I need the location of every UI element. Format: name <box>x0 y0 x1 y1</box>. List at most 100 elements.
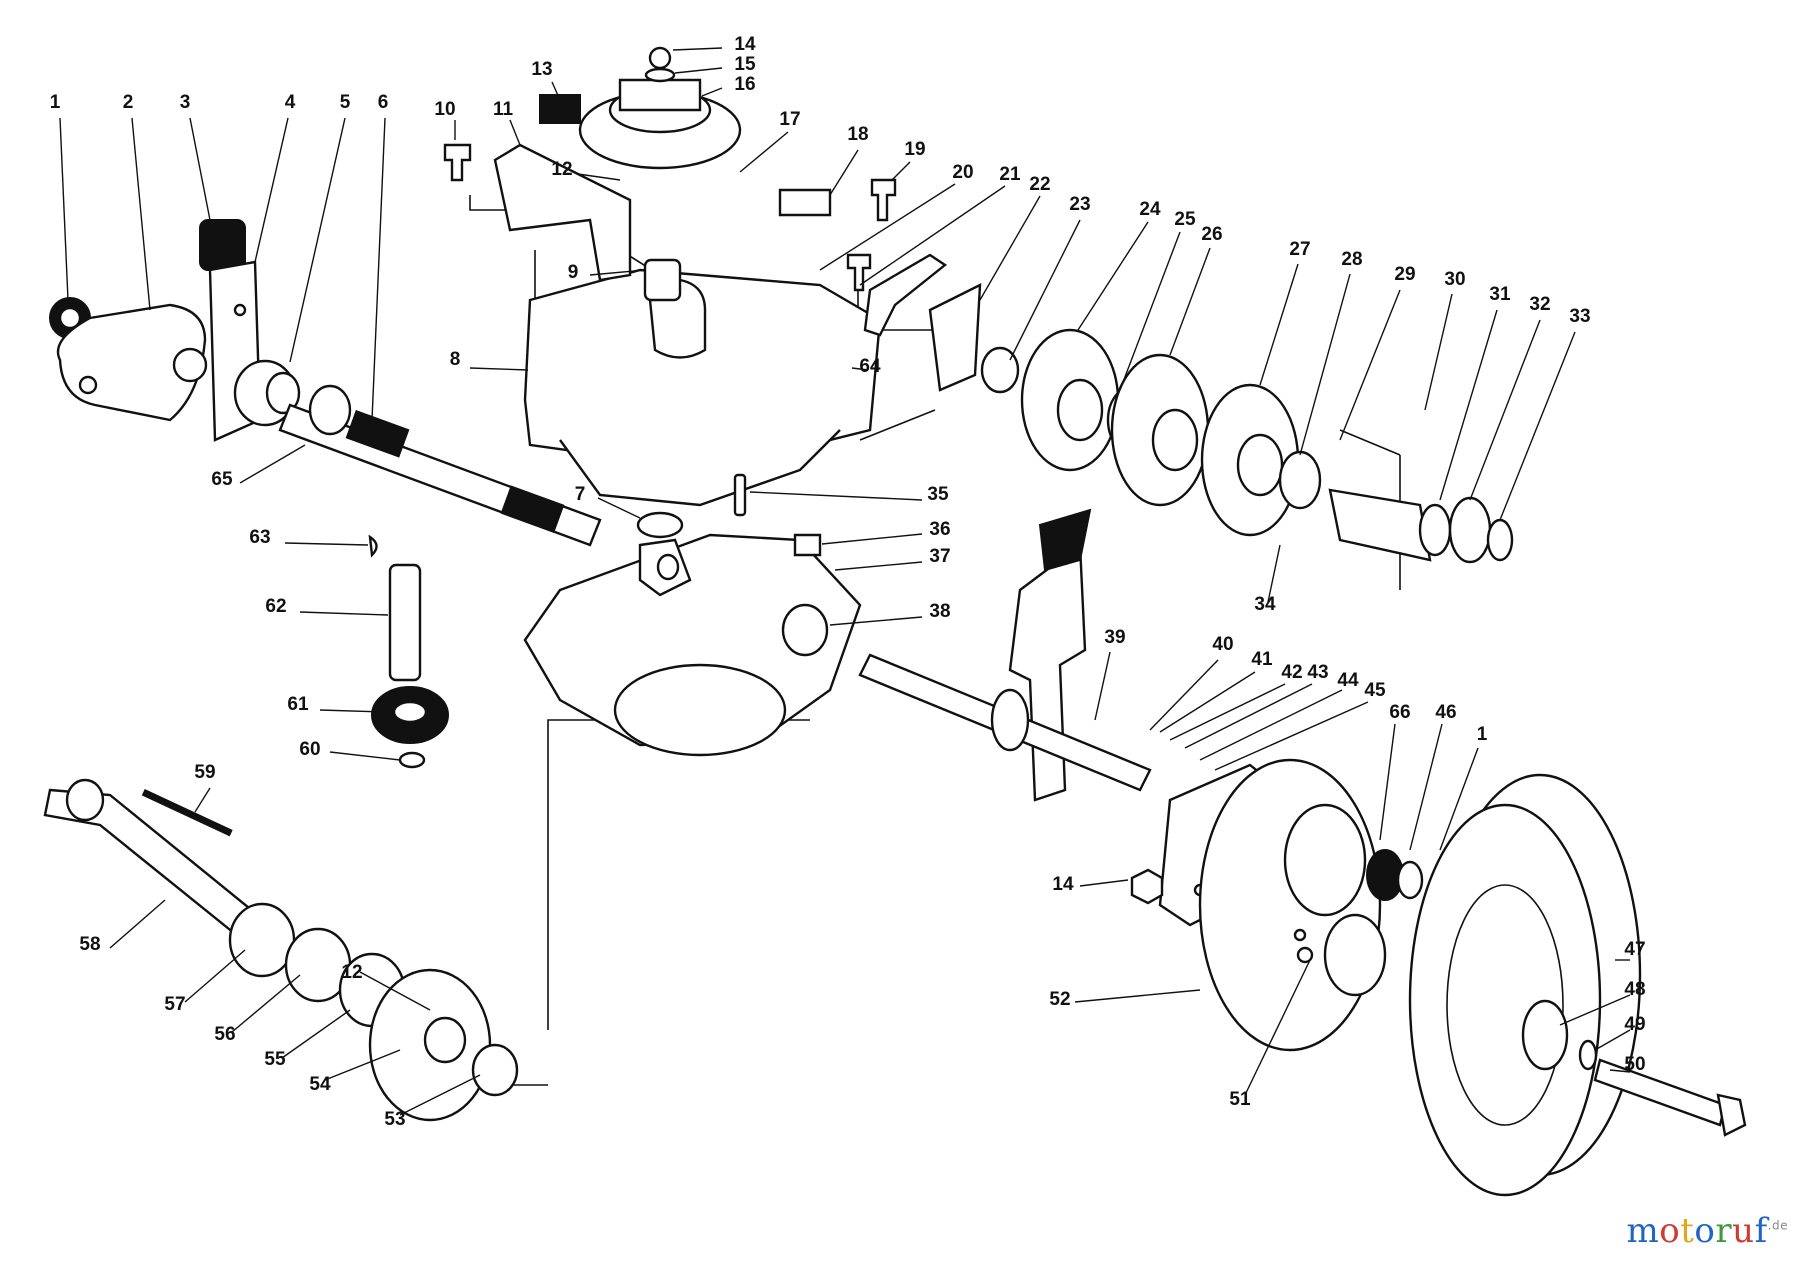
callout-leader-line <box>1199 689 1343 761</box>
callout-leader-line <box>1184 683 1313 749</box>
callout-label-61: 61 <box>287 694 309 715</box>
callout-leader-line <box>577 173 621 181</box>
bushing-49 <box>1521 999 1569 1071</box>
callout-leader-line <box>1424 293 1453 411</box>
callout-leader-line <box>1009 219 1081 361</box>
callout-label-19: 19 <box>904 139 925 160</box>
gear-housing-cover <box>443 46 982 507</box>
callout-leader-line <box>469 367 529 371</box>
callout-leader-line <box>1169 683 1286 741</box>
callout-label-25: 25 <box>1174 209 1196 230</box>
callout-label-60: 60 <box>299 739 320 760</box>
nut-14-lower <box>1130 868 1164 905</box>
callout-label-11: 11 <box>493 99 514 120</box>
bracket-11 <box>493 143 632 282</box>
callout-label-6: 6 <box>378 92 389 113</box>
callout-label-20: 20 <box>952 162 973 183</box>
callout-label-27: 27 <box>1289 239 1310 260</box>
callout-leader-line <box>597 497 641 519</box>
bearing-52 <box>1323 913 1387 997</box>
nut-14 <box>648 46 672 70</box>
callout-label-31: 31 <box>1489 284 1511 305</box>
callout-leader-line <box>1439 309 1498 501</box>
callout-label-51: 51 <box>1229 1089 1251 1110</box>
callout-leader-line <box>829 149 859 196</box>
callout-label-47: 47 <box>1624 939 1645 960</box>
callout-leader-line <box>739 131 789 173</box>
callout-label-8: 8 <box>450 349 461 370</box>
callout-leader-line <box>1469 319 1541 501</box>
callout-leader-line <box>1244 959 1311 1096</box>
callout-label-66: 66 <box>1389 702 1410 723</box>
callout-leader-line <box>359 971 431 1011</box>
callout-leader-line <box>1339 289 1401 441</box>
bolt-65 <box>846 253 872 292</box>
callout-label-16: 16 <box>734 74 755 95</box>
callout-leader-line <box>324 1049 401 1081</box>
callout-leader-line <box>399 1074 481 1116</box>
callout-leader-line <box>979 195 1041 301</box>
worm-gear-6 <box>345 409 410 458</box>
shift-lever <box>1008 542 1087 802</box>
callout-leader-line <box>184 949 246 1003</box>
callout-label-62: 62 <box>265 596 286 617</box>
callout-leader-line <box>891 161 911 181</box>
callout-leader-line <box>851 367 869 371</box>
callout-label-44: 44 <box>1337 670 1359 691</box>
callout-label-17: 17 <box>779 109 800 130</box>
callout-leader-line <box>1499 331 1576 521</box>
callout-label-28: 28 <box>1341 249 1362 270</box>
callout-leader-line <box>1159 671 1256 733</box>
callout-leader-line <box>109 899 166 949</box>
washer-12-lower <box>423 1016 467 1064</box>
callout-leader-line <box>1214 701 1369 771</box>
callout-leader-line <box>859 185 1006 286</box>
bracket-22 <box>928 283 982 392</box>
watermark-letter: r <box>1715 1211 1733 1251</box>
callout-label-9: 9 <box>568 262 579 283</box>
clutch-assembly <box>980 328 1514 564</box>
callout-label-24: 24 <box>1139 199 1161 220</box>
callout-leader-line <box>329 751 401 761</box>
bushing-32 <box>1448 496 1492 564</box>
bolt-19 <box>870 178 897 222</box>
callout-label-18: 18 <box>847 124 868 145</box>
callout-leader-line <box>834 561 923 571</box>
bolt-10 <box>443 143 472 182</box>
wheel-axle-assembly <box>858 508 1747 1197</box>
callout-label-33: 33 <box>1569 306 1590 327</box>
callout-label-12: 12 <box>551 159 572 180</box>
callout-label-49: 49 <box>1624 1014 1645 1035</box>
callout-label-12: 12 <box>341 962 362 983</box>
callout-label-35: 35 <box>927 484 949 505</box>
watermark-letter: o <box>1659 1211 1681 1251</box>
callout-label-34: 34 <box>1254 594 1276 615</box>
shaft-63 <box>388 563 422 682</box>
callout-label-23: 23 <box>1069 194 1090 215</box>
callout-label-14: 14 <box>734 34 756 55</box>
callout-label-39: 39 <box>1104 627 1125 648</box>
callout-label-1: 1 <box>50 92 61 113</box>
callout-leader-line <box>189 117 211 221</box>
washer-15 <box>644 67 676 83</box>
callout-leader-line <box>1077 221 1149 331</box>
key-60 <box>141 788 233 837</box>
bearing-47 <box>1396 860 1424 900</box>
callout-label-1: 1 <box>1477 724 1488 745</box>
pinion-shaft <box>368 534 449 769</box>
callout-leader-line <box>1079 879 1129 887</box>
watermark-letter: m <box>1626 1211 1660 1251</box>
drum-53 <box>1198 758 1382 1052</box>
callout-label-2: 2 <box>123 92 134 113</box>
callout-label-21: 21 <box>999 164 1021 185</box>
callout-leader-line <box>674 67 723 74</box>
callout-label-41: 41 <box>1251 649 1273 670</box>
axle-bolt-51 <box>1593 1058 1727 1127</box>
callout-leader-line <box>281 1009 351 1059</box>
callout-label-26: 26 <box>1201 224 1222 245</box>
bushing-28 <box>1278 450 1322 510</box>
left-drive-assembly <box>49 219 602 547</box>
callout-label-7: 7 <box>575 484 586 505</box>
callout-label-15: 15 <box>734 54 756 75</box>
callout-leader-line <box>1094 651 1111 721</box>
